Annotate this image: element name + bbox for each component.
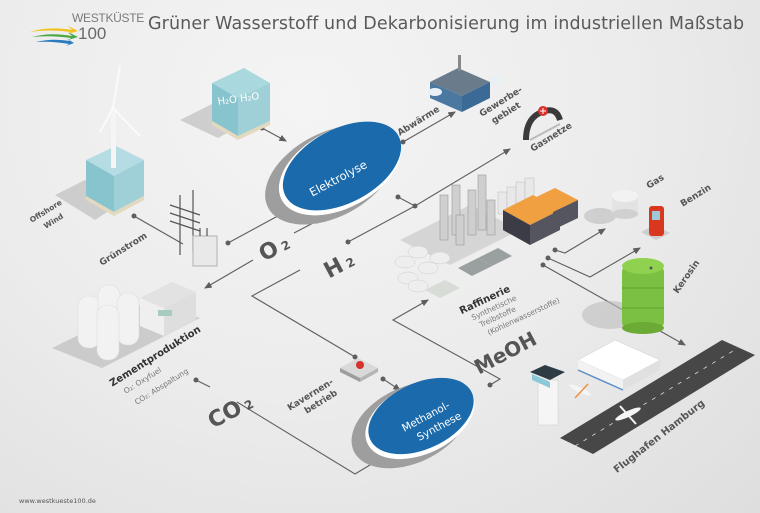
line-wind-grid [133,215,184,245]
line-h2-kaverne [250,269,356,358]
raffinerie-icon [394,174,578,298]
logo-text-100: 100 [78,24,107,43]
elektrolyse-node [265,121,402,225]
line-water-elektrolyse [261,127,287,142]
line-o2-zement [204,259,254,289]
line-benzin [547,247,641,278]
logo-text-westkueste: WESTKÜSTE [72,11,144,25]
kaverne-valve-icon [340,358,378,382]
power-grid-icon [169,190,218,267]
gas-tank-icon [584,190,638,224]
kerosin-barrel-icon [582,258,664,334]
footer-url[interactable]: www.westkueste100.de [19,497,96,505]
line-meoh-raffinerie [391,299,502,386]
line-gas [554,228,606,254]
water-tank-icon [180,68,270,140]
page-title: Grüner Wasserstoff und Dekarbonisierung … [148,14,745,34]
line-h2-trunk [347,205,416,243]
line-kaverne-methanol [382,378,401,391]
line-abwaerme [402,111,456,143]
westkueste-logo: WESTKÜSTE 100 [28,11,148,46]
gewerbegebiet-icon [428,55,501,112]
flughafen-icon [530,339,755,454]
zementproduktion-icon [52,282,200,368]
line-co2-start [195,379,211,388]
gasnetze-icon [523,106,563,141]
offshore-wind-icon [55,64,144,220]
logo-swoosh-icon [30,26,78,46]
fuel-pump-icon [641,206,670,240]
methanol-synthese-node [351,377,475,469]
